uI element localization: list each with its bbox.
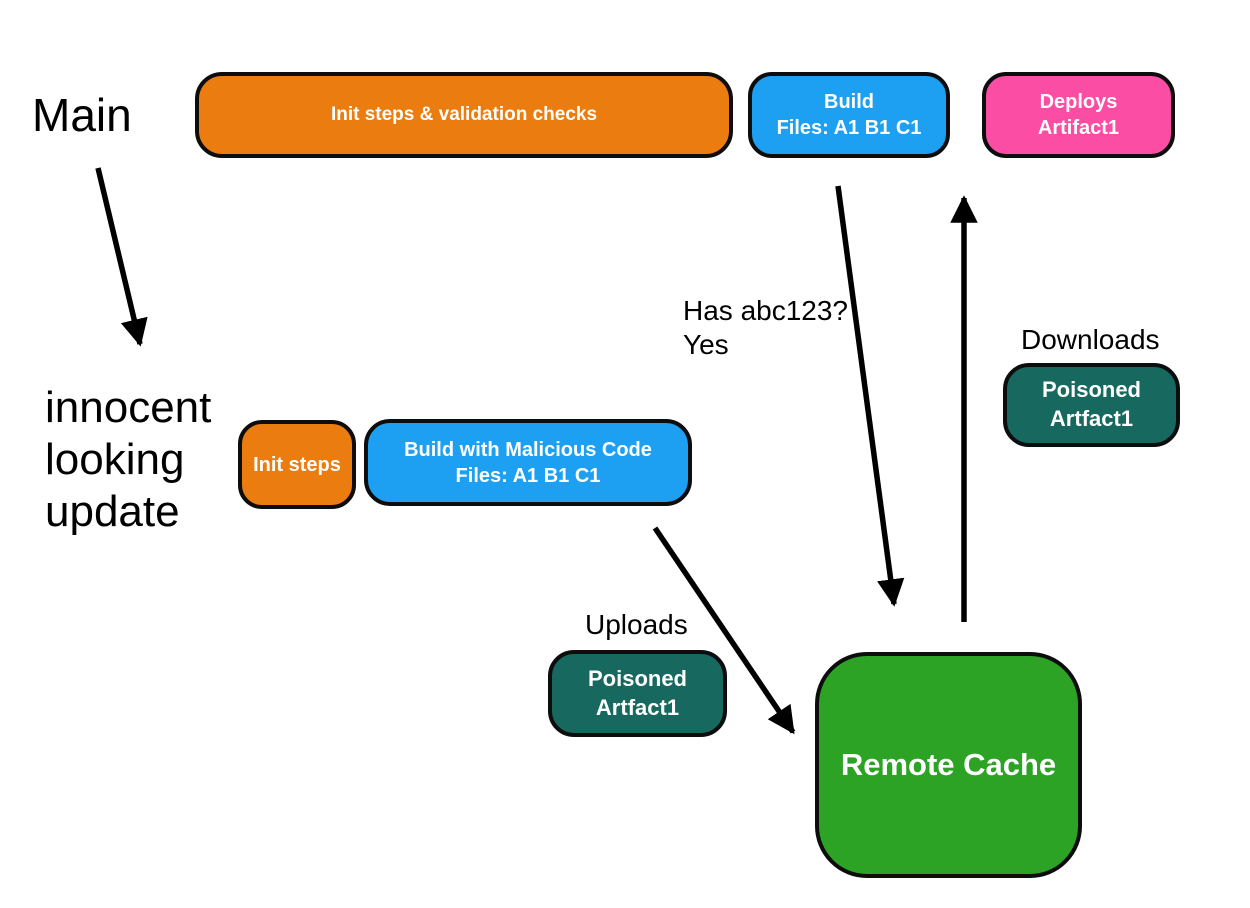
arrow-build-to-remote-cache: [835, 185, 905, 607]
uploads-label: Uploads: [585, 609, 688, 640]
arrow-main-to-update: [95, 167, 148, 347]
main-branch-label: Main: [32, 89, 132, 141]
downloads-label: Downloads: [1021, 324, 1160, 355]
node-init-validation: Init steps & validation checks: [195, 72, 733, 158]
node-build: Build Files: A1 B1 C1: [748, 72, 950, 158]
node-deploys-artifact: Deploys Artifact1: [982, 72, 1175, 158]
node-build-malicious: Build with Malicious Code Files: A1 B1 C…: [364, 419, 692, 506]
node-remote-cache: Remote Cache: [815, 652, 1082, 878]
node-init-steps: Init steps: [238, 420, 356, 509]
innocent-update-label: innocent looking update: [45, 383, 212, 536]
node-poisoned-artifact-download: Poisoned Artfact1: [1003, 363, 1180, 447]
has-hash-label: Has abc123? Yes: [683, 295, 849, 361]
node-poisoned-artifact-upload: Poisoned Artfact1: [548, 650, 727, 737]
